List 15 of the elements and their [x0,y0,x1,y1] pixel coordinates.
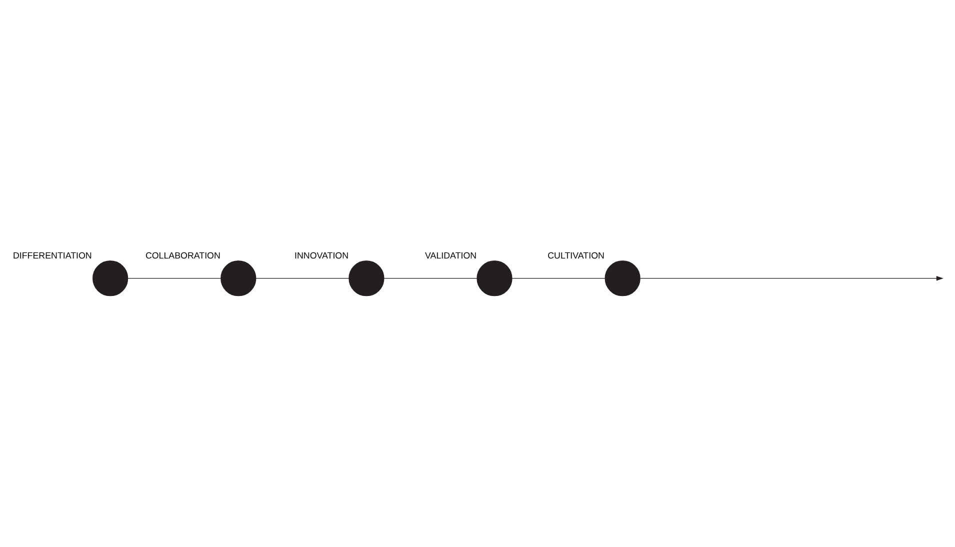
connector [256,278,350,279]
node-label: COLLABORATION [145,250,220,260]
node-circle [604,260,640,296]
node-circle [348,260,384,296]
node-circle [92,260,128,296]
connector [128,278,222,279]
node-circle [220,260,256,296]
node-label: DIFFERENTIATION [13,250,92,260]
node-circle [476,260,512,296]
node-label: INNOVATION [294,250,349,260]
connector [512,278,606,279]
connector [384,278,478,279]
node-label: VALIDATION [425,250,477,260]
arrow [640,276,944,281]
node-label: CULTIVATION [548,250,604,260]
